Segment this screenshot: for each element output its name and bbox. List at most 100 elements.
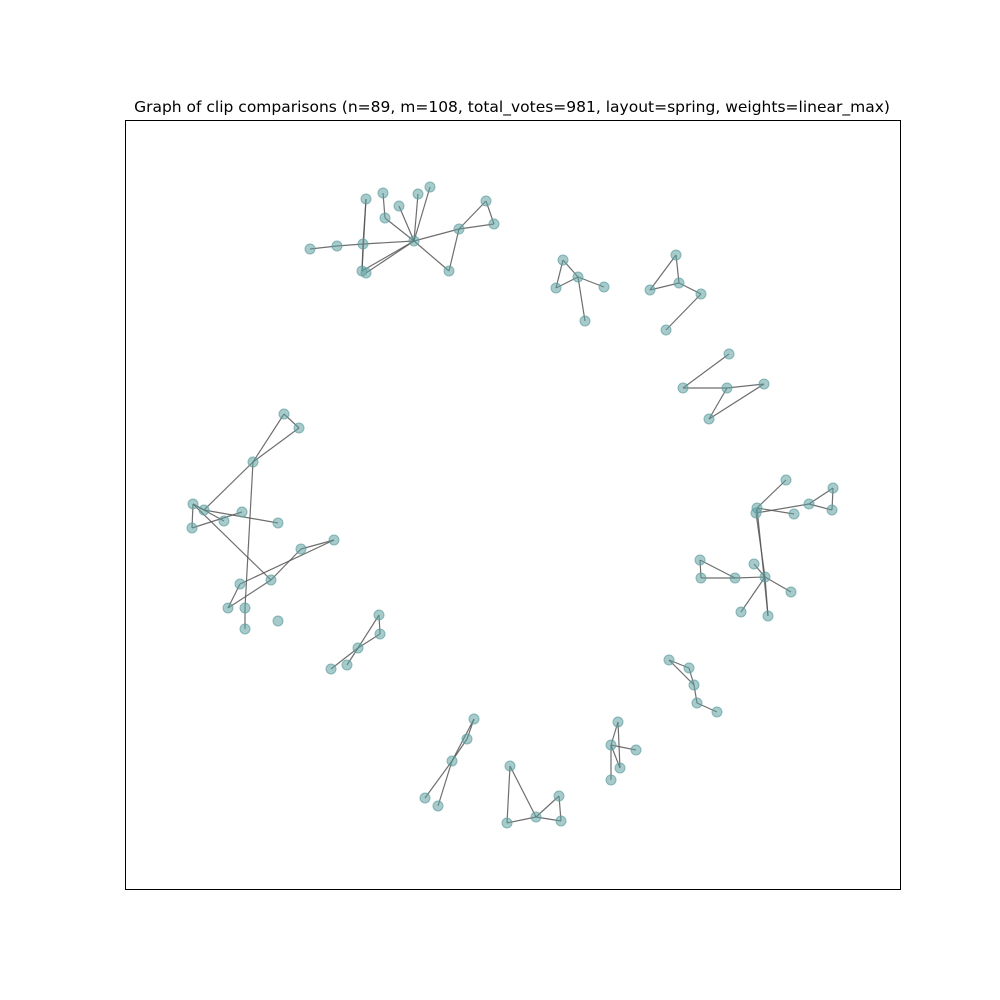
graph-node-54 <box>614 762 626 774</box>
graph-node-48 <box>688 679 700 691</box>
graph-node-87 <box>272 615 284 627</box>
graph-node-30 <box>703 413 715 425</box>
graph-node-56 <box>504 760 516 772</box>
graph-edge-48 <box>740 576 766 613</box>
graph-edge-12 <box>365 240 415 274</box>
graph-node-84 <box>222 602 234 614</box>
graph-node-22 <box>673 277 685 289</box>
graph-node-82 <box>265 574 277 586</box>
graph-edge-33 <box>708 387 728 420</box>
graph-node-41 <box>694 554 706 566</box>
graph-edge-81 <box>244 461 254 609</box>
graph-node-80 <box>295 543 307 555</box>
graph-node-68 <box>352 642 364 654</box>
graph-node-29 <box>677 382 689 394</box>
graph-node-37 <box>826 504 838 516</box>
graph-node-1 <box>377 187 389 199</box>
graph-node-8 <box>331 240 343 252</box>
graph-node-40 <box>729 572 741 584</box>
graph-node-31 <box>780 474 792 486</box>
graph-node-65 <box>432 800 444 812</box>
graph-node-71 <box>278 408 290 420</box>
graph-edge-14 <box>413 240 450 272</box>
graph-node-18 <box>598 281 610 293</box>
graph-node-74 <box>187 498 199 510</box>
graph-node-66 <box>373 609 385 621</box>
graph-node-21 <box>670 249 682 261</box>
graph-edge-13 <box>413 228 460 242</box>
graph-node-26 <box>723 348 735 360</box>
graph-edge-87 <box>191 511 243 529</box>
nodes-layer <box>186 181 839 829</box>
graph-node-52 <box>605 739 617 751</box>
graph-node-81 <box>328 534 340 546</box>
edges-layer <box>191 186 834 824</box>
graph-edge-36 <box>755 503 810 514</box>
graph-edge-55 <box>668 659 695 686</box>
graph-edge-78 <box>252 427 300 463</box>
graph-node-11 <box>360 267 372 279</box>
graph-node-86 <box>239 623 251 635</box>
graph-node-72 <box>293 422 305 434</box>
plot-frame <box>125 120 901 890</box>
graph-node-16 <box>557 254 569 266</box>
graph-edge-70 <box>424 760 453 799</box>
graph-node-28 <box>758 378 770 390</box>
graph-node-19 <box>550 282 562 294</box>
graph-edge-23 <box>577 276 586 322</box>
graph-node-50 <box>711 706 723 718</box>
graph-edge-71 <box>437 760 453 807</box>
graph-edge-11 <box>361 240 415 272</box>
graph-node-24 <box>644 284 656 296</box>
graph-edge-16 <box>458 200 487 230</box>
graph-node-46 <box>663 654 675 666</box>
graph-node-73 <box>247 456 259 468</box>
graph-edge-85 <box>192 503 272 581</box>
graph-node-13 <box>480 195 492 207</box>
graph-edge-76 <box>330 647 359 670</box>
graph-node-58 <box>501 817 513 829</box>
graph-node-62 <box>461 733 473 745</box>
graph-node-55 <box>605 774 617 786</box>
graph-node-63 <box>446 755 458 767</box>
graph-edge-88 <box>300 539 335 550</box>
graph-node-60 <box>555 815 567 827</box>
graph-node-12 <box>453 223 465 235</box>
graph-node-51 <box>612 716 624 728</box>
graph-edge-4 <box>384 217 415 242</box>
graph-node-17 <box>572 271 584 283</box>
graph-node-38 <box>759 571 771 583</box>
graph-node-70 <box>325 663 337 675</box>
graph-node-4 <box>412 188 424 200</box>
graph-node-6 <box>408 235 420 247</box>
graph-node-75 <box>198 504 210 516</box>
chart-title: Graph of clip comparisons (n=89, m=108, … <box>134 98 890 117</box>
graph-node-64 <box>419 792 431 804</box>
graph-node-44 <box>735 606 747 618</box>
graph-node-36 <box>827 482 839 494</box>
graph-edge-35 <box>756 507 795 515</box>
graph-edge-32 <box>708 383 765 420</box>
graph-edge-90 <box>239 539 335 585</box>
graph-node-59 <box>553 790 565 802</box>
graph-node-15 <box>443 265 455 277</box>
graph-node-77 <box>218 515 230 527</box>
graph-edge-34 <box>756 479 787 509</box>
graph-node-20 <box>579 315 591 327</box>
graph-edge-26 <box>649 254 677 291</box>
graph-node-47 <box>683 662 695 674</box>
graph-node-9 <box>304 243 316 255</box>
graph-node-76 <box>186 522 198 534</box>
graph-node-43 <box>785 586 797 598</box>
graph-node-7 <box>357 238 369 250</box>
graph-edge-61 <box>509 765 537 818</box>
graph-edge-77 <box>252 413 285 463</box>
graph-node-14 <box>488 218 500 230</box>
graph-node-53 <box>630 744 642 756</box>
graph-edge-18 <box>448 228 460 272</box>
graph-node-35 <box>803 498 815 510</box>
graph-node-27 <box>721 382 733 394</box>
graph-edge-62 <box>506 765 511 824</box>
graph-edge-43 <box>699 559 736 579</box>
